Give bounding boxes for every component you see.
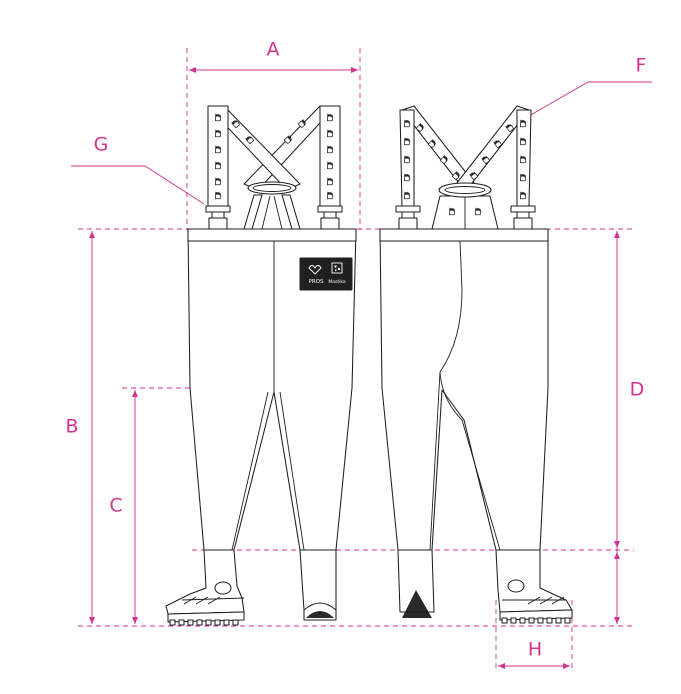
dimension-arrows [71,67,652,669]
glove-hand-icon [427,138,437,149]
glove-hand-icon [475,207,482,216]
back-center-seam [439,240,501,551]
front-body: PROS Mastika [187,228,357,551]
glove-hand-icon [449,207,456,216]
glove-hand-icon [520,155,527,164]
label-a: A [267,39,280,61]
glove-hand-icon [327,191,334,200]
glove-hand-icon [327,129,334,138]
glove-hand-icon [404,191,411,200]
glove-hand-icon [283,134,293,145]
glove-hand-icon [451,170,461,181]
glove-hand-icon [215,191,222,200]
glove-hand-icon [327,161,334,170]
glove-hand-icon [215,161,222,170]
glove-hand-icon [469,171,478,181]
glove-hand-icon [215,145,222,154]
front-suspenders [205,105,343,230]
back-right-boot [495,549,573,624]
brand-logo-icon [308,265,322,275]
glove-hand-icon [439,154,449,165]
glove-hand-icon [404,137,411,146]
glove-hand-icon [244,135,255,145]
back-left-boot-shell [397,549,435,613]
label-h: H [528,639,542,661]
glove-hand-icon [215,177,222,186]
glove-hand-icon [520,173,527,182]
glove-hand-icon [404,155,411,164]
back-buckle-right [510,205,536,230]
label-f: F [636,55,647,77]
back-strap-ring [438,182,492,198]
strap-buckle-left [205,205,231,230]
brand-text-right: Mastika [328,279,346,285]
leader-g [71,165,205,205]
glove-hand-icon [481,155,490,165]
glove-hand-icon [520,137,527,146]
glove-hand-icon [505,123,514,133]
front-body-outline [187,228,357,551]
strap-buckle-right [317,205,343,230]
glove-hand-icon [415,122,425,133]
strap-down-right [281,194,301,230]
label-b: B [65,416,78,438]
dimension-h [498,663,570,669]
left-boot-tread [169,619,239,626]
wader-front-view: PROS Mastika [165,105,357,626]
back-right-boot-shell [495,549,573,613]
back-right-boot-sole [499,609,573,621]
glove-hand-icon [215,113,222,122]
glove-hand-icon [327,113,334,122]
left-boot-shell [165,549,245,615]
glove-hand-icon [493,139,502,149]
front-waistband [187,228,357,242]
strap-down-left [243,194,263,230]
right-boot-sole [306,611,334,618]
strap-cross-ring [247,181,297,195]
glove-hand-icon [327,177,334,186]
glove-hand-icon [230,119,241,129]
brand-patch: PROS Mastika [299,257,353,291]
back-body-outline [379,228,549,551]
back-buckle-left [395,205,421,230]
front-right-boot [299,549,337,621]
glove-hand-icon [404,173,411,182]
back-right-boot-ankle [507,579,525,593]
dimension-b [89,231,95,624]
glove-hand-icon [297,118,307,129]
back-left-boot [397,549,435,618]
strap-glove-pattern [215,113,334,200]
label-d: D [630,379,645,401]
dimension-c [132,390,138,624]
dimension-d [614,231,620,624]
right-boot-shell [299,549,337,611]
back-left-boot-heel [402,590,432,618]
glove-hand-icon [215,129,222,138]
back-waistband [379,228,549,242]
dimension-a [189,67,358,73]
back-right-boot-tread [501,617,571,624]
guide-lines [78,48,634,668]
back-strap-glove-pattern [404,119,527,216]
back-suspenders [395,105,536,230]
glove-hand-icon [520,191,527,200]
glove-hand-icon [404,119,411,128]
label-g: G [94,134,109,156]
wader-back-view [379,105,573,624]
label-c: C [109,495,122,517]
glove-hand-icon [520,119,527,128]
dimension-labels: A B C D F G H [65,39,646,661]
qr-code-icon [331,262,343,274]
leader-f [521,81,652,121]
brand-text-left: PROS [309,279,324,285]
front-left-boot [165,549,245,626]
left-boot-ankle [214,581,232,595]
glove-hand-icon [327,145,334,154]
back-body [379,228,549,551]
